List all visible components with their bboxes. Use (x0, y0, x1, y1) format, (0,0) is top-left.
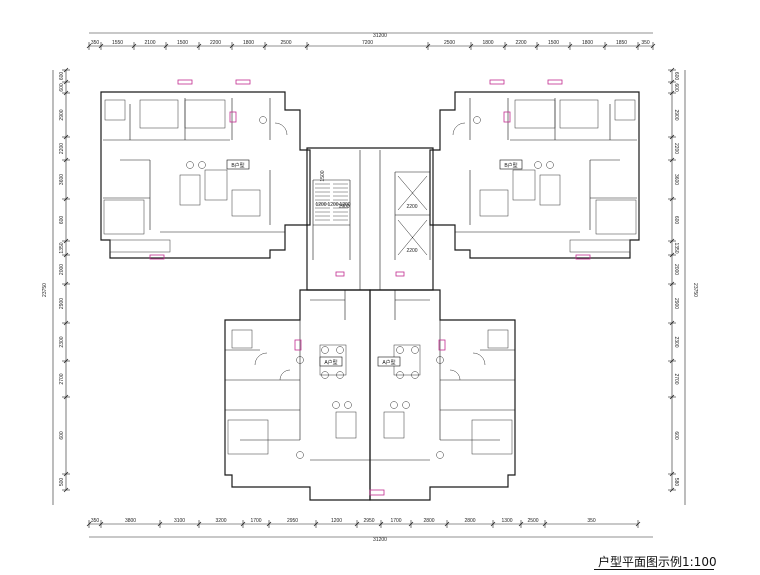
drawing-title: 户型平面图示例1:100 (598, 555, 717, 569)
core-dim-a2: 1200 (327, 202, 338, 208)
left_dims-label: 2700 (59, 373, 65, 384)
left_dims-label: 600 (59, 83, 65, 92)
right_dims-label: 2000 (673, 264, 679, 275)
top_dims-label: 1500 (548, 40, 559, 46)
right_dims-label: 600 (673, 72, 679, 81)
top_dims-label: 1800 (243, 40, 254, 46)
left_dims-label: 2000 (59, 264, 65, 275)
svg-text:B户型: B户型 (504, 162, 517, 169)
top_dims-label: 7200 (362, 40, 373, 46)
bottom_dims-label: 3800 (125, 518, 136, 524)
right_dims-label: 600 (673, 83, 679, 92)
bottom-dimension-chain: 350 3800 3100 3200 1700 2950 1200 2950 1700 2800 2… (86, 518, 653, 538)
bottom_dims-label: 1700 (250, 518, 261, 524)
unit-label-b-right: B户型 (499, 159, 523, 170)
right_dims-label: 2700 (673, 373, 679, 384)
left_dims-label: 600 (59, 216, 65, 225)
bottom_dims-label: 1200 (331, 518, 342, 524)
right_dims-label: 2200 (673, 143, 679, 154)
left_dims-label: 600 (59, 431, 65, 440)
left_dims-label: 2300 (59, 336, 65, 347)
overall-width-bottom: 31200 (373, 537, 387, 543)
overall-width-top: 31200 (373, 33, 387, 39)
right_dims-label: 2900 (673, 298, 679, 309)
core-dim-a1: 1200 (315, 202, 326, 208)
accent-marks (149, 79, 591, 496)
top_dims-label: 1800 (482, 40, 493, 46)
top_dims-label: 350 (641, 40, 650, 46)
bottom_dims-label: 1300 (501, 518, 512, 524)
title-underline (594, 569, 714, 570)
bottom_dims-label: 350 (587, 518, 596, 524)
unit-label-b-left: B户型 (226, 159, 250, 170)
top_dims-label: 1500 (177, 40, 188, 46)
top_dims-label: 1550 (112, 40, 123, 46)
overall-height-left: 23750 (42, 283, 48, 297)
left_dims-label: 2200 (59, 143, 65, 154)
top_dims-label: 2200 (515, 40, 526, 46)
overall-height-right: 23750 (692, 283, 698, 297)
bottom_dims-label: 2500 (527, 518, 538, 524)
right_dims-label: 580 (673, 478, 679, 487)
lift-dim-a: 2200 (406, 204, 417, 210)
bottom_dims-label: 2800 (423, 518, 434, 524)
top_dims-label: 2200 (210, 40, 221, 46)
top_dims-label: 1850 (616, 40, 627, 46)
unit-label-a-right: A户型 (377, 356, 401, 367)
right_dims-label: 1350 (673, 242, 679, 253)
left_dims-label: 600 (59, 72, 65, 81)
core-dim-b: 1900 (338, 204, 349, 210)
bottom_dims-label: 3100 (174, 518, 185, 524)
top_dims-label: 2500 (280, 40, 291, 46)
svg-text:A户型: A户型 (324, 359, 337, 366)
left_dims-label: 2900 (59, 298, 65, 309)
right-dimension-chain: 600 600 2900 2200 3600 600 1350 2000 2900 2300 270… (668, 67, 686, 505)
right_dims-label: 2300 (673, 336, 679, 347)
right_dims-label: 600 (673, 431, 679, 440)
top_dims-label: 350 (91, 40, 100, 46)
top_dims-label: 2100 (144, 40, 155, 46)
left_dims-label: 500 (59, 478, 65, 487)
lift-dim-b: 2200 (406, 248, 417, 254)
bottom_dims-label: 350 (91, 518, 100, 524)
right_dims-label: 600 (673, 216, 679, 225)
svg-text:B户型: B户型 (231, 162, 244, 169)
top_dims-label: 2500 (444, 40, 455, 46)
bottom_dims-label: 2950 (363, 518, 374, 524)
left_dims-label: 3600 (59, 174, 65, 185)
top-dimension-chain: 350 1550 2100 1500 2200 1800 2500 7200 2500 1800 2… (86, 32, 656, 50)
left_dims-label: 1350 (59, 242, 65, 253)
bottom_dims-label: 3200 (215, 518, 226, 524)
bottom_dims-label: 2950 (287, 518, 298, 524)
left-dimension-chain: 600 600 2900 2200 3600 600 1350 2000 2900 2300 270… (52, 67, 70, 505)
core-dim-c: 1500 (320, 170, 326, 181)
bottom_dims-label: 1700 (390, 518, 401, 524)
bottom_dims-label: 2800 (464, 518, 475, 524)
top_dims-label: 1800 (582, 40, 593, 46)
left_dims-label: 2900 (59, 109, 65, 120)
svg-text:A户型: A户型 (382, 359, 395, 366)
unit-label-a-left: A户型 (319, 356, 343, 367)
core-dim-a3: 1200 (339, 202, 350, 208)
right_dims-label: 3600 (673, 174, 679, 185)
right_dims-label: 2900 (673, 109, 679, 120)
building-walls (100, 91, 640, 501)
